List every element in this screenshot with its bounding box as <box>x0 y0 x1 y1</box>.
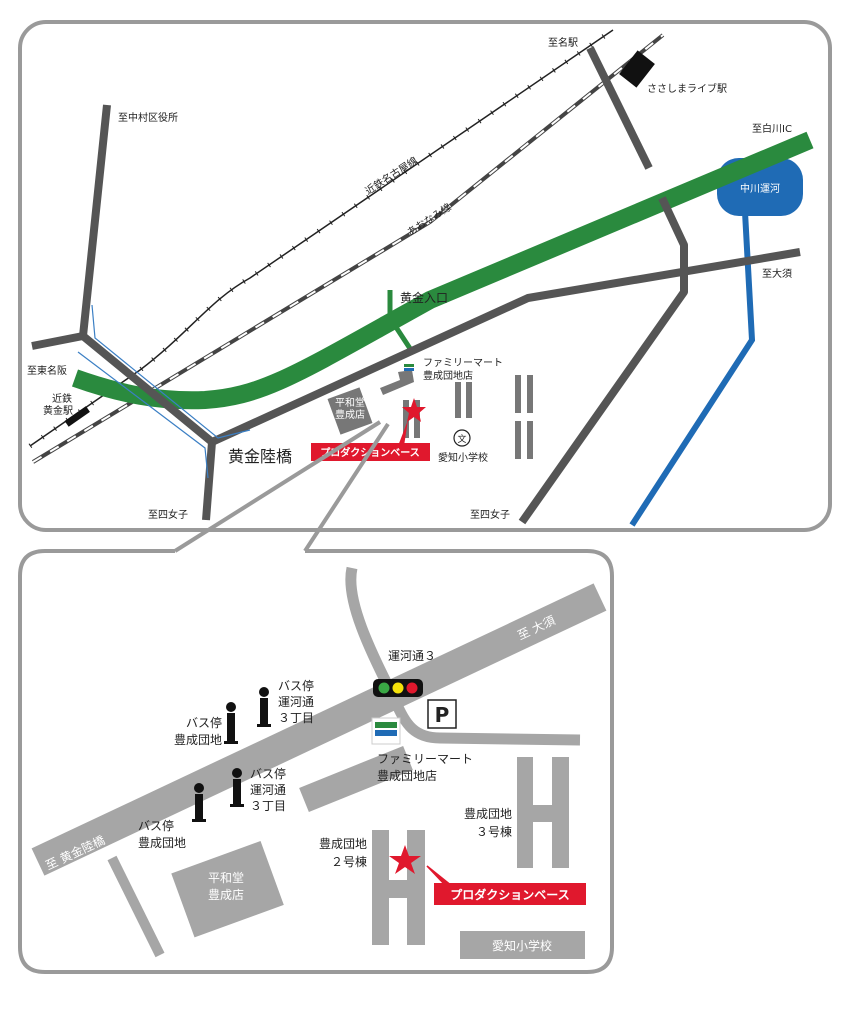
heiwado-building <box>327 387 373 435</box>
familymart-building <box>380 370 414 395</box>
heiwado-label-line2: 豊成店 <box>208 888 244 902</box>
bus-stop-icon <box>257 687 271 727</box>
road-main <box>31 583 607 876</box>
building-3-line2: ３号棟 <box>476 824 512 839</box>
destination-star-icon <box>402 398 426 422</box>
familymart-icon-green <box>375 722 397 728</box>
bus-stop-4-line1: バス停 <box>138 818 174 833</box>
nakagawa-canal-river <box>629 211 756 527</box>
road-lower-left <box>107 855 165 958</box>
heiwado-label-line1: 平和堂 <box>335 397 365 409</box>
familymart-icon-green <box>404 364 414 367</box>
road-familymart <box>299 745 413 813</box>
roads <box>31 46 801 525</box>
label-familymart-branch: 豊成団地店 <box>377 769 437 783</box>
school-building <box>460 931 585 959</box>
bridge-water-line <box>91 304 251 439</box>
school-label: 愛知小学校 <box>492 938 552 953</box>
overview-map-panel: 中川運河 平和堂 豊成店 <box>18 20 832 532</box>
label-to-meieki: 至名駅 <box>548 36 578 49</box>
label-to-nakamura: 至中村区役所 <box>118 111 178 124</box>
building-2-line2: ２号棟 <box>331 854 367 869</box>
expressway <box>71 131 814 410</box>
bridge-water-line-2 <box>77 351 209 479</box>
label-to-shijoshi-left: 至四女子 <box>148 508 188 521</box>
building-3-line1: 豊成団地 <box>464 807 512 821</box>
bus-stop-2-line1: バス停 <box>186 715 222 730</box>
destination-label: プロダクションベース <box>450 887 569 902</box>
label-kogane-entrance: 黄金入口 <box>400 290 448 305</box>
label-to-shirakawa-ic: 至白川IC <box>752 122 792 135</box>
bus-stop-icon <box>192 783 206 822</box>
road-meieki-south <box>518 196 688 525</box>
road-nakamura <box>79 104 216 521</box>
label-kogane-station: 黄金駅 <box>43 404 73 417</box>
bus-stop-2-line2: 豊成団地 <box>174 733 222 747</box>
bus-stop-3-line2: 運河通 <box>250 783 286 797</box>
road-tomeihan <box>31 332 84 350</box>
destination-label-box <box>434 883 586 905</box>
building-2-line1: 豊成団地 <box>319 837 367 851</box>
parking-icon <box>427 699 457 729</box>
label-kogane-overpass: 黄金陸橋 <box>228 447 292 466</box>
bus-stop-1-line3: ３丁目 <box>278 711 314 725</box>
bus-stop-icon <box>230 768 244 807</box>
school-icon <box>453 429 471 447</box>
bus-stop-icons <box>192 687 271 822</box>
building-3 <box>517 757 569 868</box>
label-to-osu: 至大須 <box>762 267 792 280</box>
expressway-ramp <box>387 290 414 352</box>
destination-pointer <box>398 420 408 446</box>
heiwado-label-line2: 豊成店 <box>335 408 365 421</box>
heiwado-building <box>171 840 284 938</box>
parking-label: P <box>435 703 450 727</box>
label-familymart: ファミリーマート <box>423 358 503 369</box>
label-sasashima-station: ささしまライブ駅 <box>647 82 727 95</box>
bus-stop-3-line3: ３丁目 <box>250 799 286 813</box>
traffic-light-yellow <box>392 682 404 694</box>
bus-stop-3-line1: バス停 <box>250 766 286 781</box>
sasashima-station-icon <box>619 50 655 88</box>
label-familymart: ファミリーマート <box>377 752 473 766</box>
label-intersection: 運河通３ <box>388 649 436 663</box>
familymart-icon-blue <box>375 730 397 736</box>
label-familymart-branch: 豊成団地店 <box>423 369 473 382</box>
destination-star-icon <box>389 845 421 874</box>
road-osu <box>210 248 801 446</box>
label-to-shijoshi-right: 至四女子 <box>470 508 510 521</box>
label-to-tomeihan: 至東名阪 <box>27 364 67 377</box>
heiwado-label-line1: 平和堂 <box>208 871 244 885</box>
kintetsu-line <box>29 29 614 447</box>
kogane-station-icon <box>64 406 90 427</box>
traffic-light-red <box>406 682 418 694</box>
school-symbol: 文 <box>457 433 466 445</box>
detail-map-panel: 平和堂 豊成店 愛知小学校 運河通３ P ファミリーマート 豊成団地店 <box>18 420 614 974</box>
zoom-callout-lines <box>173 420 390 553</box>
school-label: 愛知小学校 <box>438 451 488 464</box>
aonami-line-dash <box>32 34 664 463</box>
bus-stop-icon <box>224 702 238 744</box>
bus-stop-4-line2: 豊成団地 <box>138 836 186 850</box>
bus-stop-1-line1: バス停 <box>278 678 314 693</box>
traffic-light-green <box>378 682 390 694</box>
nakagawa-canal-label: 中川運河 <box>740 182 780 195</box>
bus-stop-1-line2: 運河通 <box>278 695 314 709</box>
road-meieki-north <box>586 46 653 170</box>
familymart-icon-blue <box>404 368 414 371</box>
label-kintetsu: 近鉄 <box>52 392 72 405</box>
